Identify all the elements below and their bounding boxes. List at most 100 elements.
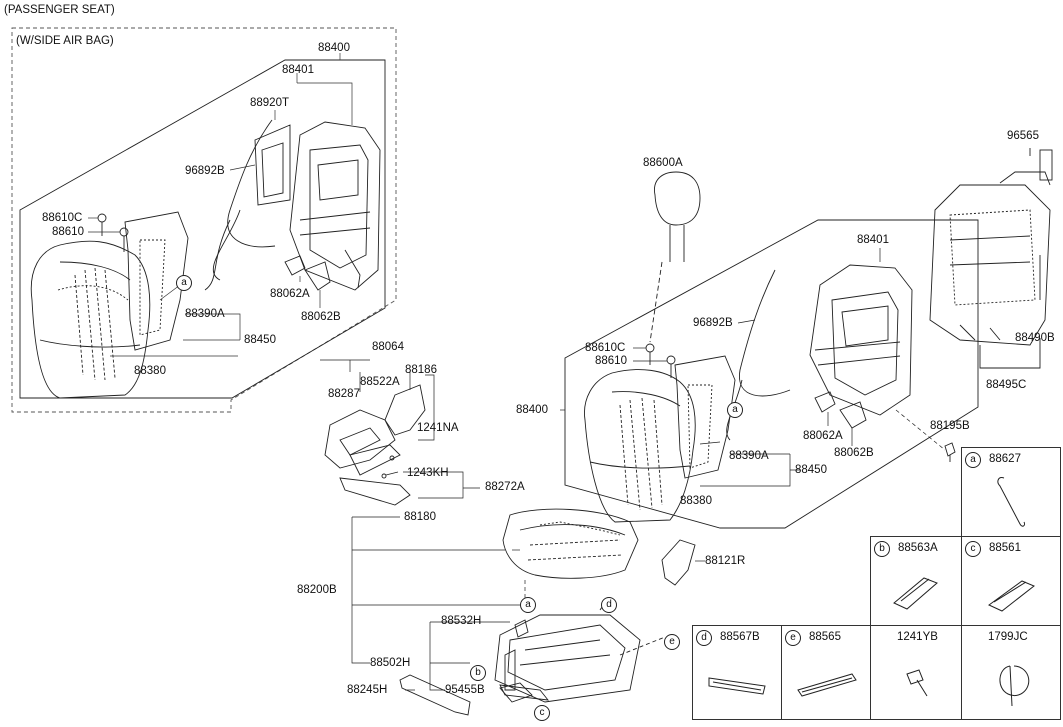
right-group-frame: [564, 219, 979, 529]
right-seatback-pad: [584, 369, 696, 523]
part-88610-left[interactable]: 88610: [52, 226, 84, 238]
part-88380-right[interactable]: 88380: [680, 495, 712, 507]
left-airbag-module: [204, 119, 291, 291]
clip-d-icon: [708, 677, 766, 695]
part-96892B-right[interactable]: 96892B: [693, 317, 733, 329]
left-brackets: [284, 255, 331, 291]
clip-c-icon: [988, 580, 1035, 612]
legend-cell-b: b 88563A: [870, 536, 962, 626]
left-back-frame: [289, 121, 381, 291]
part-88400-right[interactable]: 88400: [516, 404, 548, 416]
part-88610C-left[interactable]: 88610C: [42, 212, 83, 224]
part-88380-left[interactable]: 88380: [134, 365, 166, 377]
legend-cell-c: c 88561: [961, 536, 1061, 626]
ref-d-cushion: d: [601, 597, 617, 613]
cushion-side-rail: [399, 674, 471, 716]
left-seatback-pad: [30, 240, 151, 399]
part-88600A[interactable]: 88600A: [643, 157, 683, 169]
ref-a-right: a: [727, 402, 743, 418]
part-88062A-left[interactable]: 88062A: [270, 288, 310, 300]
cushion-small-bracket: [499, 682, 533, 703]
part-88180[interactable]: 88180: [404, 511, 436, 523]
part-88532H[interactable]: 88532H: [441, 615, 482, 627]
ref-a-cushion: a: [520, 597, 536, 613]
legend-c-letter: c: [965, 541, 981, 557]
part-88062B-left[interactable]: 88062B: [301, 311, 341, 323]
part-88186[interactable]: 88186: [405, 364, 437, 376]
legend-cell-d: d 88567B: [692, 625, 782, 720]
seat-cushion: [502, 508, 639, 579]
center-shield-parts: [320, 359, 480, 506]
part-88272A[interactable]: 88272A: [485, 481, 525, 493]
legend-e-part[interactable]: 88565: [809, 631, 841, 643]
part-88490B[interactable]: 88490B: [1015, 332, 1055, 344]
legend-f-part[interactable]: 1241YB: [897, 631, 938, 643]
clip-hook-icon: [997, 477, 1025, 527]
left-group-frame: [19, 59, 386, 399]
right-leader-lines: [560, 248, 946, 487]
part-88610-right[interactable]: 88610: [595, 355, 627, 367]
legend-a-letter: a: [965, 452, 981, 468]
legend-e-letter: e: [785, 630, 801, 646]
part-88450-right[interactable]: 88450: [795, 464, 827, 476]
part-96892B-left[interactable]: 96892B: [185, 165, 225, 177]
right-airbag-wire: [726, 269, 791, 441]
part-88200B[interactable]: 88200B: [297, 584, 337, 596]
part-88390A-right[interactable]: 88390A: [729, 450, 769, 462]
part-88401-left[interactable]: 88401: [282, 64, 314, 76]
legend-cell-a: a 88627: [961, 447, 1061, 537]
part-88502H[interactable]: 88502H: [370, 657, 411, 669]
part-88245H[interactable]: 88245H: [347, 684, 388, 696]
part-95455B[interactable]: 95455B: [445, 684, 485, 696]
part-88195B[interactable]: 88195B: [930, 420, 970, 432]
part-88121R[interactable]: 88121R: [705, 555, 746, 567]
part-88062A-right[interactable]: 88062A: [803, 430, 843, 442]
part-88920T[interactable]: 88920T: [250, 97, 290, 109]
right-back-frame: [809, 264, 913, 416]
part-88495C[interactable]: 88495C: [986, 379, 1027, 391]
part-88400-left[interactable]: 88400: [318, 42, 350, 54]
ref-a-left: a: [176, 275, 192, 291]
variant-label: (W/SIDE AIR BAG): [16, 35, 114, 47]
legend-b-part[interactable]: 88563A: [898, 542, 938, 554]
part-88390A-left[interactable]: 88390A: [185, 308, 225, 320]
legend-b-letter: b: [874, 541, 890, 557]
right-bolts: [633, 343, 676, 378]
right-rear-pad: [674, 355, 736, 479]
legend-cell-g: 1799JC: [961, 625, 1061, 720]
clip-e-icon: [797, 673, 857, 697]
part-96565[interactable]: 96565: [1007, 130, 1039, 142]
ref-c-cushion: c: [534, 705, 550, 721]
cushion-leader-lines: [351, 516, 705, 691]
part-88287[interactable]: 88287: [328, 388, 360, 400]
far-right-bolt: [944, 442, 956, 462]
part-88401-right[interactable]: 88401: [857, 234, 889, 246]
airbag-variant-boundary: [11, 27, 397, 413]
legend-d-letter: d: [696, 630, 712, 646]
part-1241NA[interactable]: 1241NA: [417, 422, 459, 434]
cable-tie-icon: [999, 665, 1030, 707]
clip-b-icon: [893, 577, 938, 610]
legend-a-part[interactable]: 88627: [989, 453, 1021, 465]
part-1243KH[interactable]: 1243KH: [407, 467, 449, 479]
part-88610C-right[interactable]: 88610C: [585, 342, 626, 354]
cushion-frame: [494, 597, 666, 703]
screw-icon: [906, 669, 928, 697]
left-bolts: [97, 213, 129, 252]
legend-g-part[interactable]: 1799JC: [988, 631, 1028, 643]
ref-b-cushion: b: [470, 665, 486, 681]
diagram-title: (PASSENGER SEAT): [4, 4, 115, 16]
ref-e-cushion: e: [664, 634, 680, 650]
far-right-back-board: [929, 148, 1053, 369]
part-88450-left[interactable]: 88450: [244, 334, 276, 346]
left-rear-pad: [124, 211, 189, 351]
left-leader-lines: [88, 53, 353, 357]
part-88064[interactable]: 88064: [372, 341, 404, 353]
legend-d-part[interactable]: 88567B: [720, 631, 760, 643]
cushion-side-cover: [661, 539, 696, 586]
legend-c-part[interactable]: 88561: [989, 542, 1021, 554]
part-88522A[interactable]: 88522A: [360, 376, 400, 388]
part-88062B-right[interactable]: 88062B: [834, 447, 874, 459]
right-headrest: [649, 171, 701, 343]
